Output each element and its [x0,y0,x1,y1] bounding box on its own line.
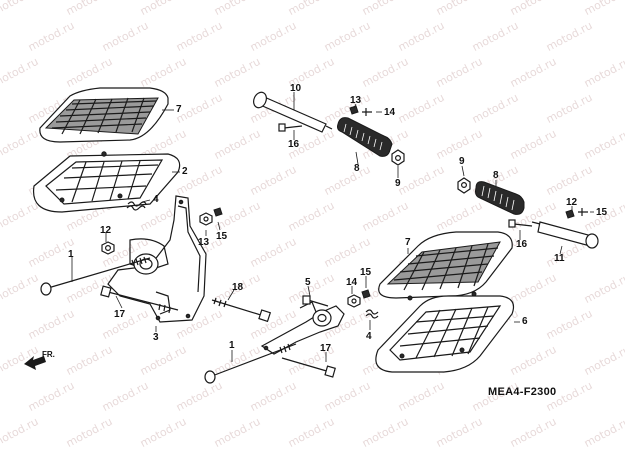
upper-washer [391,149,405,166]
callout-13-left: 13 [198,237,210,248]
callout-10-right: 11 [554,253,565,264]
upper-pivot-pin [253,91,333,133]
left-bolt-17 [100,285,179,314]
left-bracket [107,195,207,323]
callout-8-right: 8 [493,170,499,181]
bolt-18 [211,297,272,323]
upper-peg-rubber [337,117,393,157]
callout-7-left: 7 [176,104,182,115]
right-spring [365,309,379,319]
callout-4-right: 4 [366,331,372,342]
callout-18: 18 [232,282,244,293]
callout-10-top: 10 [290,83,302,94]
callout-7-right: 7 [405,237,411,248]
callout-16-right: 16 [516,239,528,250]
left-footpeg-rubber [39,87,169,143]
callout-11: 12 [100,225,112,236]
callout-14-top: 14 [384,107,396,118]
lower-bracket [260,301,345,355]
upper-small-parts [349,105,372,116]
callout-5: 5 [305,277,311,288]
callout-8-top: 8 [354,163,360,174]
callout-9-right: 9 [459,156,465,167]
callout-1-lower: 1 [229,340,235,351]
callout-17-lower: 17 [320,343,332,354]
callout-2: 2 [182,166,188,177]
left-long-bolt [40,256,151,296]
callout-6: 6 [522,316,528,327]
upper-bolt-16 [278,123,303,132]
callout-1-left: 1 [68,249,74,260]
front-direction-label: FR. [42,350,55,359]
diagram-code: MEA4-F2300 [488,386,557,398]
middle-small-parts [347,289,371,308]
callout-14-right: 15 [596,207,608,218]
callout-15-left: 15 [216,231,228,242]
nut-11 [101,241,115,255]
right-footpeg-frame [375,295,515,373]
right-footpeg-rubber [378,231,513,301]
bolt-5 [302,295,329,307]
callout-16-top: 16 [288,139,300,150]
right-pivot-pin [531,221,599,249]
right-bolt-16 [508,219,533,228]
callout-4-left: 4 [153,194,159,205]
right-small-parts [565,208,588,219]
callout-9-top: 9 [395,178,401,189]
right-peg-rubber [475,181,525,215]
lower-bolt-17 [281,357,336,378]
callout-15-right: 15 [360,267,372,278]
callout-17-left: 17 [114,309,126,320]
callout-12-top: 13 [350,95,362,106]
front-direction-arrow [24,356,46,370]
left-small-parts [199,207,223,226]
callout-13-right: 14 [346,277,358,288]
leader-lines [71,92,594,362]
lower-long-bolt [204,343,297,384]
right-washer [457,177,471,194]
callout-3: 3 [153,332,159,343]
callout-12-right: 12 [566,197,578,208]
